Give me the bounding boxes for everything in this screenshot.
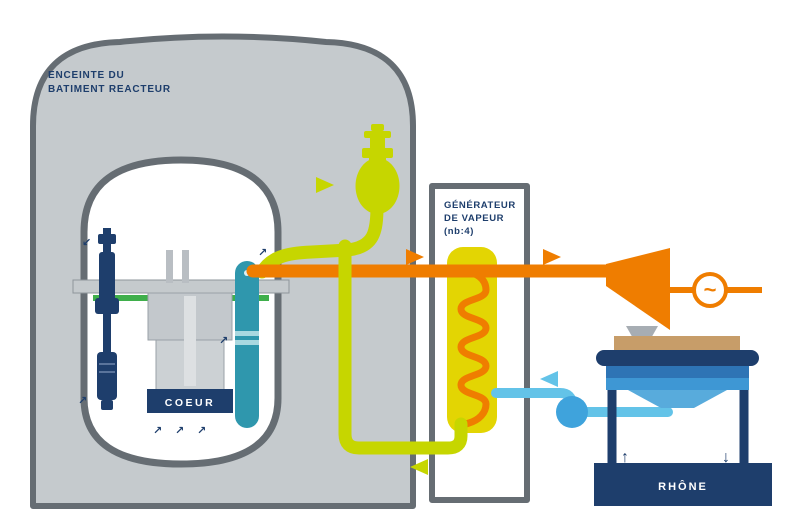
condensate-flow-arrow-icon (540, 371, 558, 387)
core-flow-arrow-icon: ↗ (258, 247, 267, 259)
condenser-navy-bar (596, 350, 759, 366)
pressurizer-balloon (355, 158, 400, 214)
containment-label-line2: BATIMENT REACTEUR (48, 84, 171, 95)
circulation-pump (556, 396, 588, 428)
steam-flow-arrow-icon (543, 249, 561, 265)
containment-label-line1: ENCEINTE DU (48, 70, 125, 81)
river-label: RHÔNE (658, 480, 708, 493)
core-barrel-stripe (184, 296, 196, 386)
core-label-box (147, 389, 233, 413)
sg-coil (457, 267, 490, 429)
turbine-generator: ~ (606, 248, 762, 340)
pressurizer (355, 124, 400, 214)
flow-arrows: ↑ ↓ ↙ ↗ ↗ ↗ ↗ ↗ ↗ (78, 177, 730, 475)
core-flow-arrow-icon: ↗ (197, 425, 206, 437)
condenser (596, 336, 759, 467)
control-rod-arrow-icon: ↙ (82, 237, 91, 249)
reactor-core: COEUR (147, 250, 233, 413)
river-discharge-arrow-icon: ↓ (722, 449, 730, 466)
control-rod-assembly (95, 228, 119, 410)
pump-column-band (235, 331, 259, 336)
core-guide-rod (166, 250, 173, 283)
core-flow-arrow-icon: ↗ (175, 425, 184, 437)
turbine (606, 248, 670, 330)
pressurizer-flow-arrow-icon (316, 177, 334, 193)
hot-leg-flow-arrow-icon (406, 249, 424, 265)
pump-column-band (235, 340, 259, 345)
sg-label-line3: (nb:4) (444, 226, 474, 237)
primary-circuit (246, 199, 616, 455)
core-guide-rod (182, 250, 189, 283)
river: RHÔNE (594, 463, 772, 506)
core-flow-arrow-icon: ↗ (219, 335, 228, 347)
cold-leg-pipe (338, 239, 468, 455)
core-flow-arrow-icon: ↗ (153, 425, 162, 437)
generator-symbol: ~ (704, 277, 717, 302)
condensate-loop (491, 388, 673, 428)
condenser-top-plate (614, 336, 740, 350)
condenser-blue-bar (606, 366, 749, 378)
river-intake-arrow-icon: ↑ (621, 449, 629, 466)
core-label: COEUR (165, 397, 215, 409)
generator-circle (692, 272, 728, 308)
cold-leg-flow-arrow-icon (410, 459, 428, 475)
river-box (594, 463, 772, 506)
sg-label-line1: GÉNÉRATEUR (444, 200, 516, 211)
condenser-lightblue-bar (606, 378, 749, 390)
control-rod-arrow-icon: ↗ (78, 395, 87, 407)
coolant-pump-column (235, 261, 259, 428)
sg-label-line2: DE VAPEUR (444, 213, 504, 224)
condenser-funnel (628, 390, 727, 408)
